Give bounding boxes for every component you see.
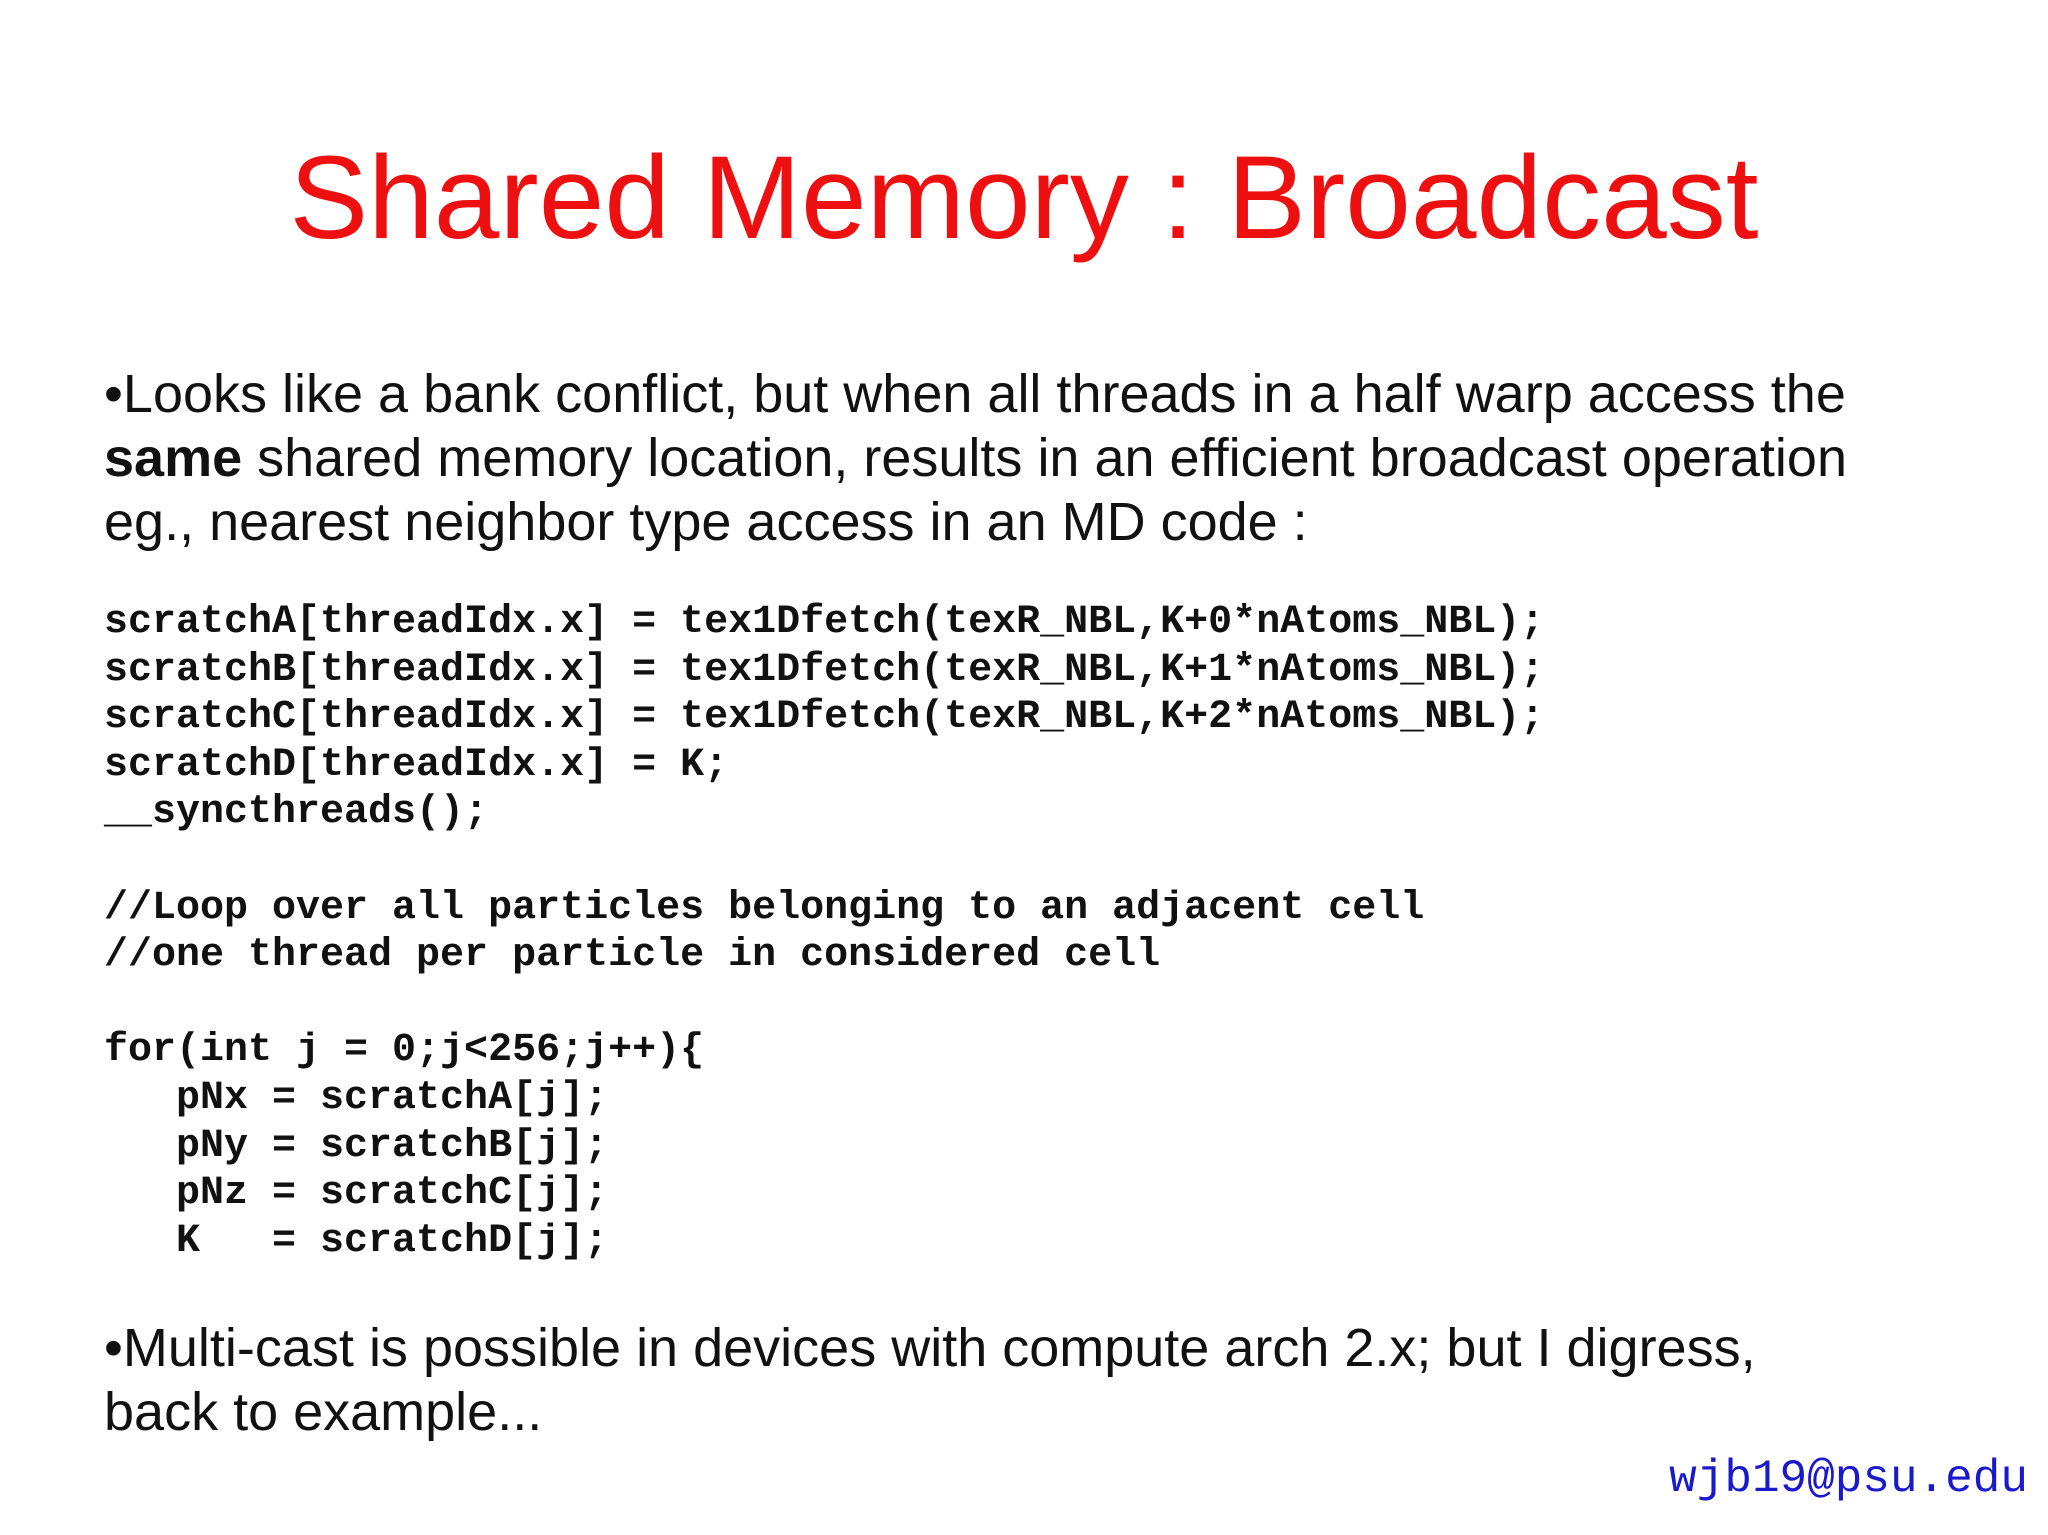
bullet-text-bold: same (104, 428, 243, 488)
bullet-marker: • (104, 1318, 123, 1378)
code-line: __syncthreads(); (104, 790, 489, 836)
slide-title: Shared Memory : Broadcast (289, 132, 1759, 264)
code-line: pNz = scratchC[j]; (104, 1171, 609, 1217)
bullet-text-line2: back to example... (104, 1382, 543, 1442)
code-line: scratchD[threadIdx.x] = K; (104, 742, 729, 788)
code-comment-line: //one thread per particle in considered … (104, 933, 1161, 979)
code-block: scratchA[threadIdx.x] = tex1Dfetch(texR_… (104, 599, 1544, 1265)
footer-email: wjb19@psu.edu (1669, 1453, 2028, 1505)
code-comment-line: //Loop over all particles belonging to a… (104, 885, 1425, 931)
bullet-multicast-note: •Multi-cast is possible in devices with … (104, 1316, 1984, 1444)
code-line (104, 980, 1544, 1028)
bullet-broadcast-explanation: •Looks like a bank conflict, but when al… (104, 362, 1984, 554)
code-line: scratchC[threadIdx.x] = tex1Dfetch(texR_… (104, 695, 1545, 741)
bullet-text-line3: eg., nearest neighbor type access in an … (104, 492, 1308, 552)
code-line: scratchA[threadIdx.x] = tex1Dfetch(texR_… (104, 600, 1545, 645)
bullet-marker: • (104, 364, 123, 424)
code-line: scratchB[threadIdx.x] = tex1Dfetch(texR_… (104, 647, 1545, 693)
code-line: for(int j = 0;j<256;j++){ (104, 1028, 705, 1074)
code-line: K = scratchD[j]; (104, 1218, 609, 1264)
bullet-text-lead: Looks like a bank conflict, but when all… (122, 364, 1846, 424)
bullet-text-line1: Multi-cast is possible in devices with c… (122, 1318, 1756, 1378)
code-line: pNy = scratchB[j]; (104, 1123, 609, 1169)
code-line: pNx = scratchA[j]; (104, 1075, 609, 1121)
code-line (104, 837, 1544, 885)
bullet-text-rest: shared memory location, results in an ef… (242, 428, 1847, 488)
